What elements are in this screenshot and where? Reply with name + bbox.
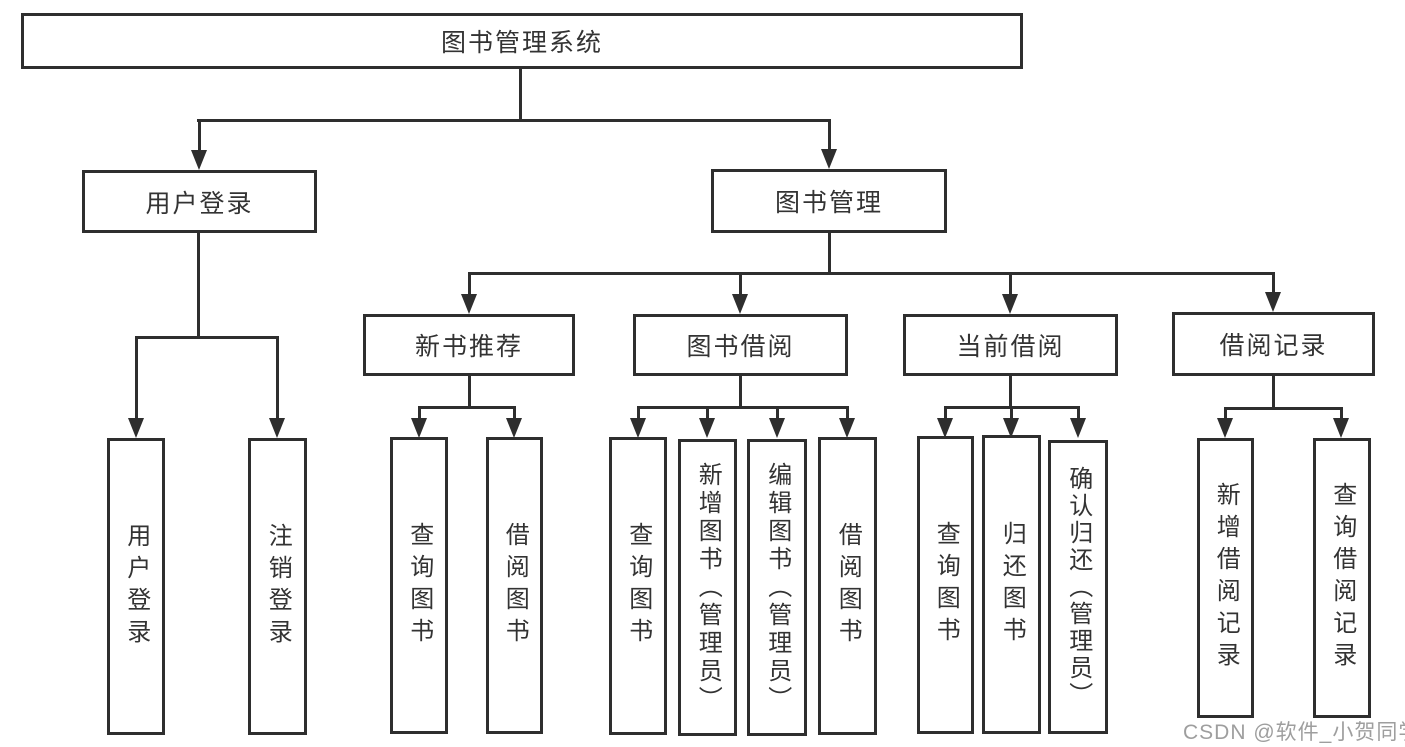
connector-recommend-stem [468,376,471,408]
connector-to-recommend [468,272,471,298]
connector-to-records [1272,272,1275,298]
leaf-label: 编辑图书（管理员） [763,461,791,714]
connector-borrow-stem [739,376,742,408]
arrowhead-down-icon [769,418,785,438]
leaf-current-query-books: 查询图书 [917,436,974,734]
node-user-login-label: 用户登录 [145,189,254,218]
connector-to-leaf [418,406,421,422]
arrowhead-down-icon [1003,418,1019,438]
connector-to-leaf [1010,406,1013,422]
node-new-book-recommend: 新书推荐 [363,314,575,376]
connector-to-leaf [1224,407,1227,420]
arrowhead-down-icon [937,418,953,438]
arrowhead-down-icon [699,418,715,438]
connector-user-branch [135,336,279,339]
connector-to-book-management [828,119,831,153]
leaf-logout: 注销登录 [248,438,307,735]
leaf-label: 查询图书 [932,521,960,649]
arrowhead-down-icon [630,418,646,438]
leaf-records-add-record: 新增借阅记录 [1197,438,1254,718]
leaf-label: 查询借阅记录 [1328,482,1356,674]
node-borrow-records: 借阅记录 [1172,312,1375,376]
arrowhead-down-icon [506,418,522,438]
leaf-label: 查询图书 [624,522,652,650]
connector-user-stem [197,233,200,338]
node-book-management: 图书管理 [711,169,947,233]
leaf-label: 借阅图书 [501,521,529,650]
arrowhead-down-icon [1265,292,1281,312]
node-root-label: 图书管理系统 [440,29,603,57]
node-current-borrow-label: 当前借阅 [956,333,1065,361]
leaf-label: 确认归还（管理员） [1064,465,1092,709]
node-user-login: 用户登录 [82,170,317,233]
leaf-user-login-label: 用户登录 [122,522,150,651]
arrowhead-down-icon [269,418,285,438]
connector-to-user-login [198,119,201,154]
connector-records-stem [1272,376,1275,409]
connector-to-leaf [846,406,849,422]
connector-level2-branch [197,119,831,122]
arrowhead-down-icon [821,149,837,169]
connector-to-leaf [1340,407,1343,420]
leaf-label: 新增图书（管理员） [694,461,722,714]
leaf-recommend-borrow-books: 借阅图书 [486,437,543,734]
connector-to-leaf-user-login [135,336,138,422]
connector-to-leaf [944,406,947,422]
node-borrow-records-label: 借阅记录 [1219,332,1328,360]
leaf-current-confirm-return-admin: 确认归还（管理员） [1048,440,1108,734]
leaf-current-return-books: 归还图书 [982,435,1041,734]
leaf-logout-label: 注销登录 [264,522,292,651]
connector-to-leaf [513,406,516,422]
arrowhead-down-icon [411,418,427,438]
arrowhead-down-icon [732,294,748,314]
connector-book-stem [828,233,831,274]
connector-level3-branch [468,272,1275,275]
leaf-borrow-edit-books-admin: 编辑图书（管理员） [747,439,807,736]
connector-to-borrow [739,272,742,298]
arrowhead-down-icon [1070,418,1086,438]
connector-recommend-branch [418,406,516,409]
leaf-label: 借阅图书 [834,522,862,650]
connector-records-branch [1224,407,1342,410]
arrowhead-down-icon [1333,418,1349,438]
arrowhead-down-icon [1002,294,1018,314]
watermark: CSDN @软件_小贺同学 [1183,721,1405,744]
node-book-borrow: 图书借阅 [633,314,848,376]
connector-to-leaf-logout [276,336,279,422]
node-root: 图书管理系统 [21,13,1023,69]
leaf-label: 归还图书 [998,520,1026,649]
leaf-borrow-query-books: 查询图书 [609,437,667,735]
leaf-label: 新增借阅记录 [1212,482,1240,674]
leaf-borrow-borrow-books: 借阅图书 [818,437,877,735]
node-new-book-recommend-label: 新书推荐 [414,333,523,361]
leaf-borrow-add-books-admin: 新增图书（管理员） [678,439,737,736]
arrowhead-down-icon [839,418,855,438]
connector-root-stem [519,69,522,122]
leaf-recommend-query-books: 查询图书 [390,437,448,734]
leaf-user-login: 用户登录 [107,438,165,735]
connector-to-current [1009,272,1012,298]
leaf-label: 查询图书 [405,521,433,650]
node-current-borrow: 当前借阅 [903,314,1118,376]
node-book-management-label: 图书管理 [774,189,883,217]
connector-to-leaf [637,406,640,422]
connector-to-leaf [776,406,779,422]
connector-current-stem [1009,376,1012,408]
connector-to-leaf [1077,406,1080,422]
connector-borrow-branch [637,406,848,409]
arrowhead-down-icon [1217,418,1233,438]
arrowhead-down-icon [128,418,144,438]
connector-to-leaf [706,406,709,422]
leaf-records-query-record: 查询借阅记录 [1313,438,1371,718]
arrowhead-down-icon [191,150,207,170]
node-book-borrow-label: 图书借阅 [686,333,795,361]
arrowhead-down-icon [461,294,477,314]
